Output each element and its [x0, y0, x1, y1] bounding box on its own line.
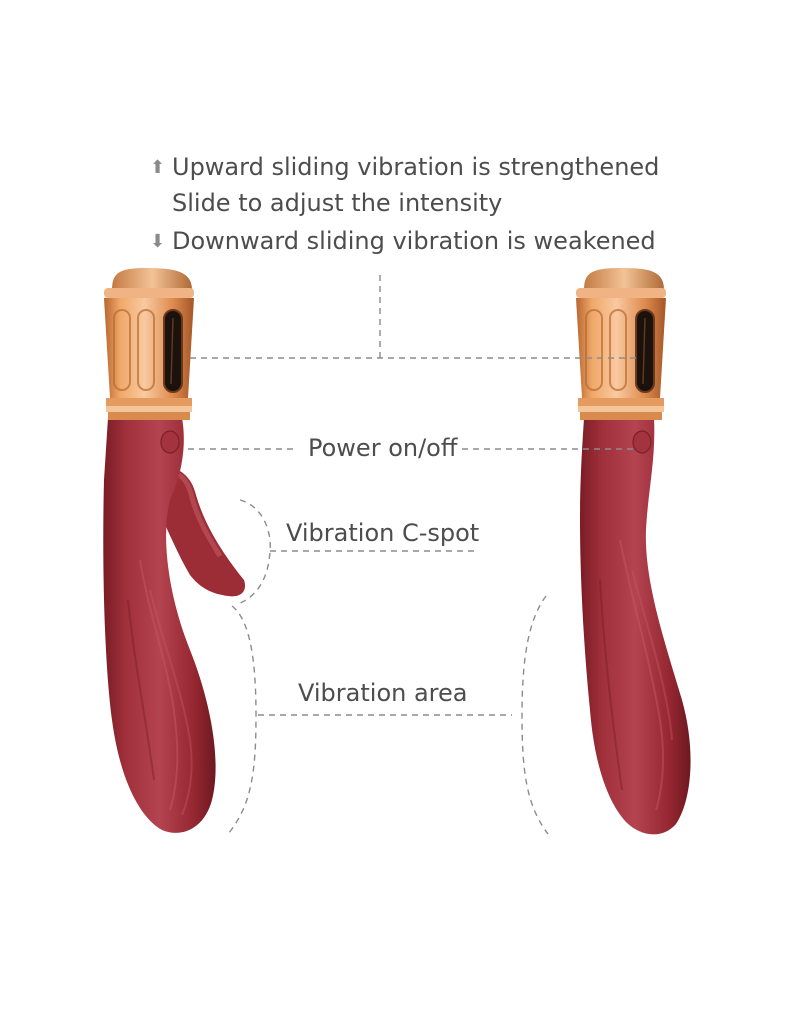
up-arrow-icon: ⬆ — [150, 157, 166, 178]
instruction-slide-text: Slide to adjust the intensity — [172, 189, 503, 217]
down-arrow-icon: ⬇ — [150, 231, 166, 252]
power-button-right — [632, 430, 652, 454]
instruction-slide: Slide to adjust the intensity — [172, 188, 502, 218]
vibration-area-callout-label: Vibration area — [298, 678, 468, 708]
right-product — [576, 268, 691, 835]
touch-slider-right — [635, 309, 655, 393]
callout-lines — [188, 275, 636, 835]
touch-slider — [163, 309, 183, 393]
instruction-up: ⬆ Upward sliding vibration is strengthene… — [150, 152, 659, 183]
c-spot-arm — [150, 467, 246, 597]
right-shaft — [580, 418, 691, 835]
c-spot-callout-label: Vibration C-spot — [286, 518, 480, 548]
power-callout-label: Power on/off — [304, 433, 462, 463]
left-product — [103, 268, 246, 833]
power-button — [160, 430, 180, 454]
instruction-up-text: Upward sliding vibration is strengthened — [172, 153, 660, 181]
instruction-down: ⬇ Downward sliding vibration is weakened — [150, 226, 656, 257]
instruction-down-text: Downward sliding vibration is weakened — [172, 227, 656, 255]
left-shaft — [103, 418, 216, 833]
